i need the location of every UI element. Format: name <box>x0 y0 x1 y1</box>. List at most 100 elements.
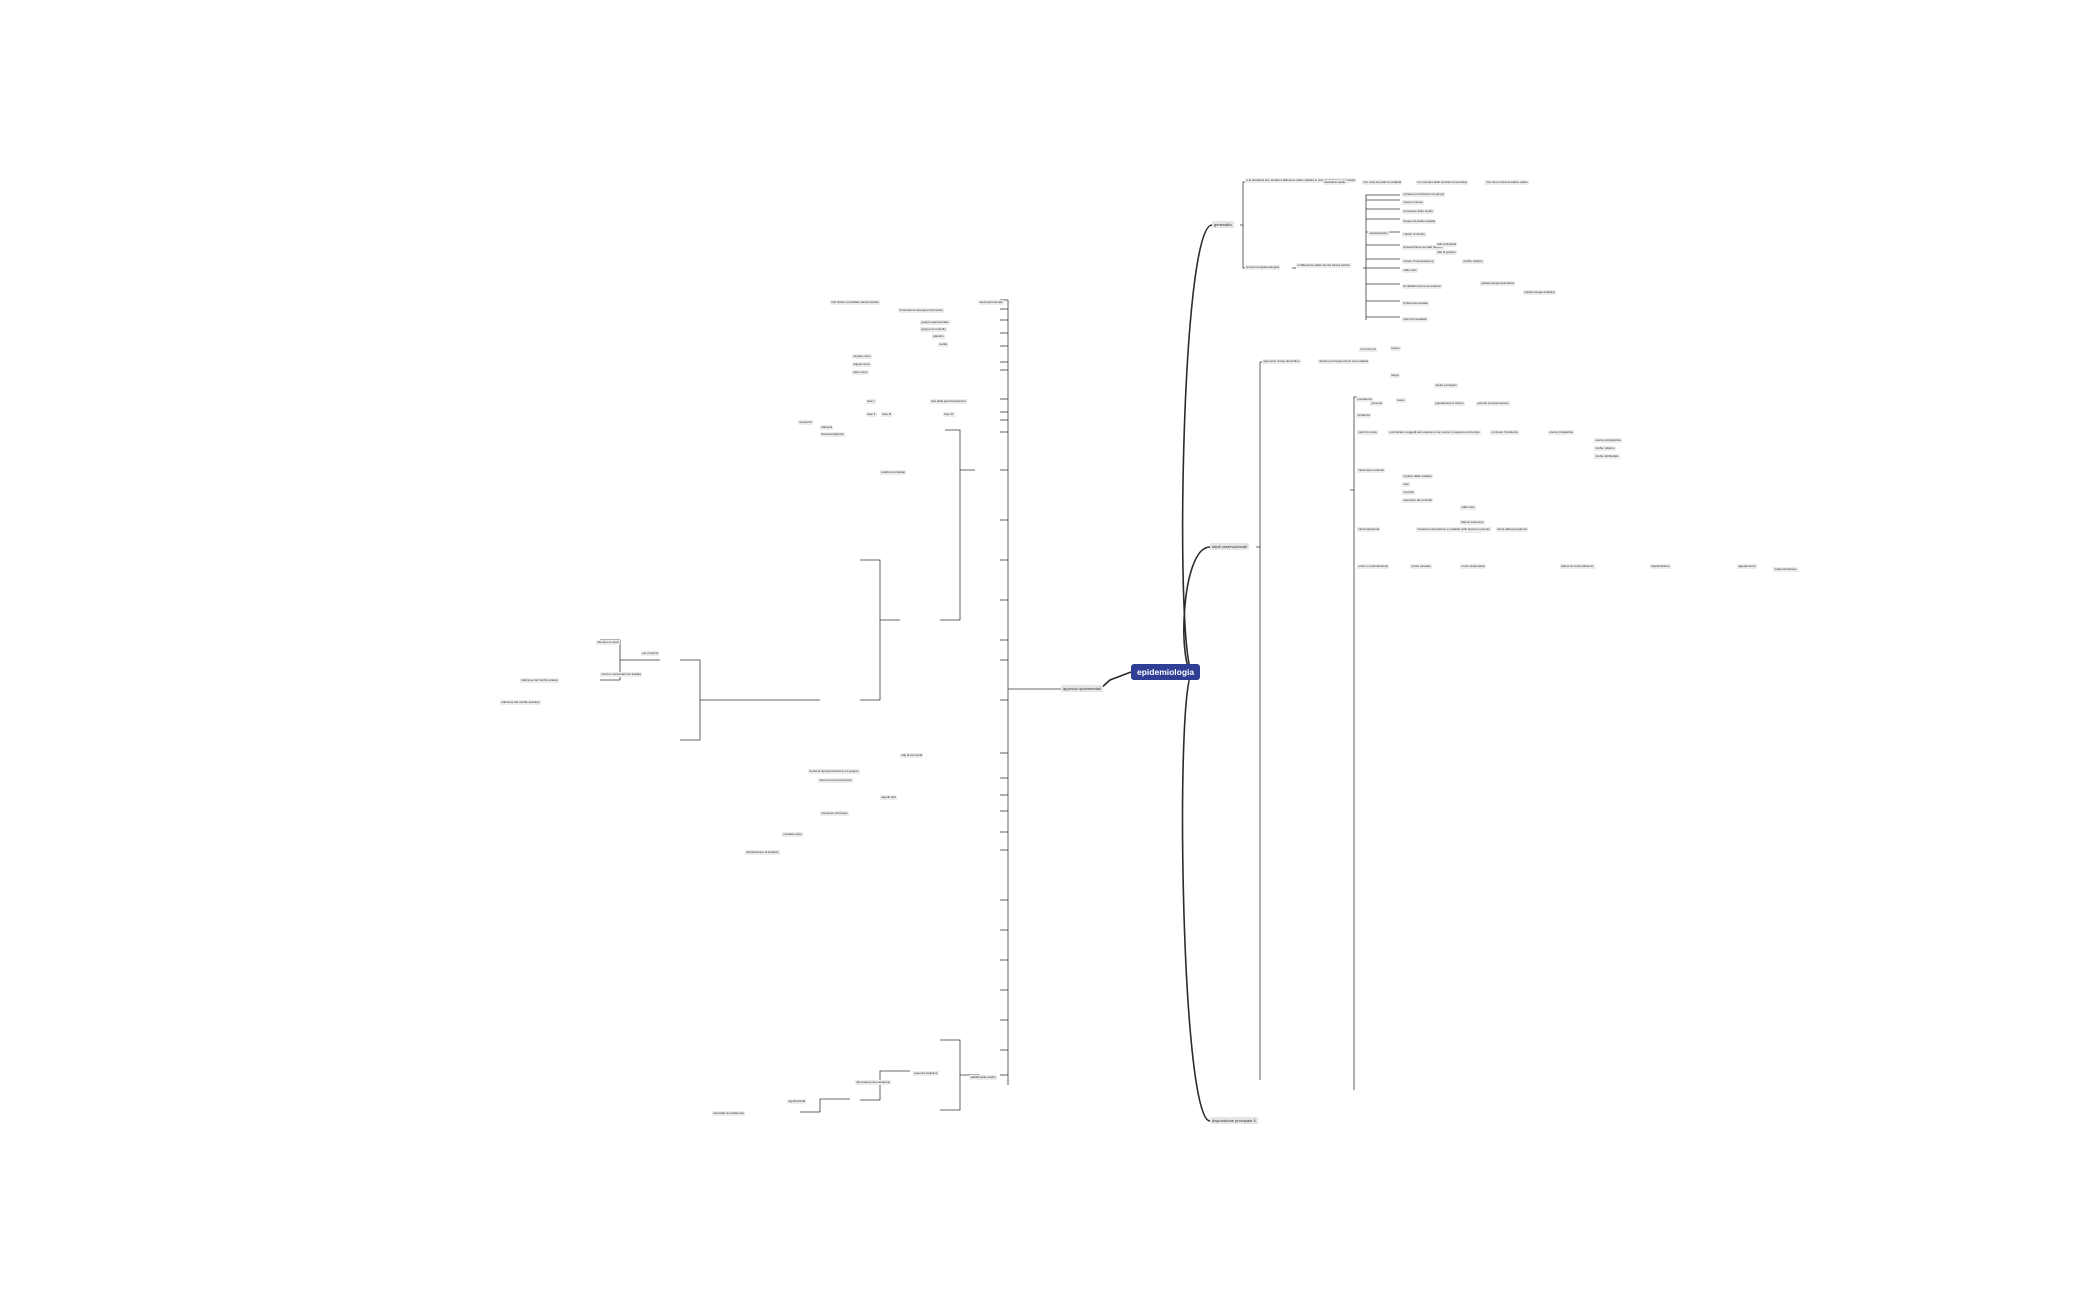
node-obs-1d[interactable]: luogo <box>1390 373 1400 378</box>
node-gen-2i[interactable]: dati individuali <box>1436 242 1458 247</box>
node-obs-6a[interactable]: errore casuale <box>1410 564 1432 569</box>
node-exp-5a[interactable]: consenso informato <box>820 811 849 816</box>
node-obs-1f[interactable]: studio ecologico <box>1434 383 1458 388</box>
node-obs-1[interactable]: approccio di tipo descrittivo <box>1262 359 1301 364</box>
node-exp-5[interactable]: aspetti etici <box>880 795 898 800</box>
node-obs-5a[interactable]: misurano esposizione e malattia nello st… <box>1416 527 1492 532</box>
node-exp-3c[interactable]: numero necessario da trattare <box>600 672 643 677</box>
node-exp-6a[interactable]: potenza statistica <box>913 1071 939 1076</box>
node-gen-1[interactable]: è la disciplina che studia la diffusione… <box>1245 178 1357 183</box>
node-obs-3d[interactable]: coorte prospettica <box>1548 430 1575 435</box>
node-exp-1a[interactable]: trial clinico controllato randomizzato <box>830 300 880 305</box>
node-exp-6d[interactable]: intervallo di confidenza <box>712 1111 745 1116</box>
node-gen-2l[interactable]: rischio relativo <box>1462 259 1484 264</box>
node-gen-2d[interactable]: cosa si misura <box>1402 200 1424 205</box>
node-exp-2g[interactable]: farmacovigilanza <box>820 432 845 437</box>
node-obs-1c[interactable]: tempo <box>1390 346 1401 351</box>
node-obs-4b[interactable]: casi <box>1402 482 1410 487</box>
node-exp-4[interactable]: trial di comunità <box>900 753 924 758</box>
node-exp-1h[interactable]: doppio cieco <box>852 362 872 367</box>
node-obs-3g[interactable]: rischio attribuibile <box>1594 454 1620 459</box>
node-gen-2k[interactable]: misure di associazione <box>1402 259 1435 264</box>
node-gen-1b[interactable]: con cosa fa quale la malattia <box>1362 180 1403 185</box>
branch-generalita[interactable]: generalità <box>1212 221 1234 228</box>
node-exp-6c[interactable]: significatività <box>787 1099 807 1104</box>
node-gen-1a[interactable]: disciplina solide <box>1323 180 1347 185</box>
node-obs-6f[interactable]: randomizzazione <box>1773 567 1799 572</box>
node-exp-2e[interactable]: sicurezza <box>798 420 814 425</box>
node-gen-2g[interactable]: i fattori di rischio <box>1402 232 1427 237</box>
node-gen-2j[interactable]: dati di gruppo <box>1436 250 1457 255</box>
node-gen-2a[interactable]: si differenzia dalla ricerca clinica poi… <box>1296 263 1352 268</box>
node-obs-2c[interactable]: popolazione a rischio <box>1434 401 1465 406</box>
node-obs-4f[interactable]: bias di selezione <box>1460 520 1485 525</box>
node-obs-4e[interactable]: odds ratio <box>1460 505 1476 510</box>
node-exp-1e[interactable]: placebo <box>932 334 945 339</box>
node-exp-5b[interactable]: comitato etico <box>782 832 803 837</box>
node-gen-2e[interactable]: il contesto dello studio <box>1402 209 1434 214</box>
node-exp-4a[interactable]: l'unità di randomizzazione è il gruppo <box>808 769 860 774</box>
node-gen-2p[interactable]: criteri di causalità <box>1402 317 1428 322</box>
node-gen-1d[interactable]: fino dove arriva la salute studio <box>1485 180 1529 185</box>
node-gen-2[interactable]: la ricerca epidemiologica <box>1245 265 1281 270</box>
node-exp-2a[interactable]: fase I <box>866 399 876 404</box>
node-gen-1c[interactable]: si ci occupa delle soluzioni preventive <box>1416 180 1469 185</box>
node-exp-4b[interactable]: interventi di prevenzione <box>818 778 853 783</box>
node-gen-2q[interactable]: epidemiologia descrittiva <box>1480 281 1516 286</box>
node-exp-1i[interactable]: triplo cieco <box>852 370 869 375</box>
node-obs-1e[interactable]: persona <box>1370 401 1384 406</box>
node-obs-6b[interactable]: errore sistematico <box>1460 564 1487 569</box>
node-gen-2r[interactable]: epidemiologia analitica <box>1523 290 1556 295</box>
node-obs-1a[interactable]: descrive la frequenza di una malattia <box>1318 359 1370 364</box>
node-exp-3e[interactable]: riduzione del rischio assoluto <box>500 700 541 705</box>
node-exp-1b[interactable]: il ricercatore assegna l'intervento <box>898 308 945 313</box>
node-obs-2[interactable]: prevalenza <box>1356 397 1374 402</box>
node-obs-2a[interactable]: incidenza <box>1356 413 1372 418</box>
node-obs-6d[interactable]: stratificazione <box>1650 564 1671 569</box>
node-exp-1g[interactable]: singolo cieco <box>852 354 872 359</box>
node-exp-2d[interactable]: fase IV <box>943 412 955 417</box>
node-obs-3f[interactable]: rischio relativo <box>1594 446 1616 451</box>
node-exp-1d[interactable]: gruppo di controllo <box>920 327 948 332</box>
branch-disposizione-principale[interactable]: disposizione principale 5 <box>1210 1117 1258 1124</box>
node-obs-3a[interactable]: si arruolano soggetti sani esposti e non… <box>1388 430 1453 435</box>
node-obs-5b[interactable]: stima della prevalenza <box>1496 527 1529 532</box>
node-exp-6[interactable]: validità dello studio <box>969 1075 997 1080</box>
node-obs-4c[interactable]: controlli <box>1402 490 1415 495</box>
branch-studi-osservazionali[interactable]: studi osservazionali <box>1210 543 1249 550</box>
node-obs-2d[interactable]: periodo di osservazione <box>1476 401 1511 406</box>
node-gen-2m[interactable]: odds ratio <box>1402 268 1418 273</box>
node-exp-1[interactable]: studi sperimentali <box>978 300 1004 305</box>
branch-approcci-sperimentali[interactable]: approcci sperimentali <box>1061 685 1103 692</box>
node-obs-6e[interactable]: appaiamento <box>1737 564 1757 569</box>
node-obs-4d[interactable]: selezione dei controlli <box>1402 498 1434 503</box>
node-obs-6c[interactable]: fattore di confondimento <box>1560 564 1595 569</box>
node-exp-2f[interactable]: efficacia <box>820 425 834 430</box>
node-exp-1c[interactable]: gruppo sperimentale <box>920 320 950 325</box>
node-exp-2b[interactable]: fase II <box>866 412 877 417</box>
node-exp-5c[interactable]: dichiarazione di Helsinki <box>745 850 780 855</box>
node-exp-6b[interactable]: dimensione del campione <box>855 1080 892 1085</box>
node-gen-2o[interactable]: l'inferenza causale <box>1402 301 1430 306</box>
node-obs-3c[interactable]: si misura l'incidenza <box>1490 430 1520 435</box>
node-gen-2h[interactable]: la descrizione dei dati raccolti <box>1402 245 1444 250</box>
node-exp-2[interactable]: fasi della sperimentazione <box>930 399 968 404</box>
node-exp-3[interactable]: analisi dei risultati <box>880 470 907 475</box>
node-obs-1b[interactable]: in termini di <box>1359 347 1377 352</box>
node-exp-3b[interactable]: per protocol <box>641 651 660 656</box>
node-exp-3d[interactable]: riduzione del rischio relativo <box>520 678 560 683</box>
node-obs-3e[interactable]: coorte retrospettiva <box>1594 438 1623 443</box>
root-node[interactable]: epidemiologia <box>1131 664 1201 680</box>
node-gen-2f[interactable]: frequenza della malattia <box>1402 219 1437 224</box>
node-obs-4[interactable]: studi caso-controllo <box>1357 468 1386 473</box>
node-obs-3[interactable]: studi di coorte <box>1357 430 1379 435</box>
node-gen-2c[interactable]: si basa sul confronto tra gruppi <box>1402 192 1446 197</box>
node-obs-4a[interactable]: si parte dalla malattia <box>1402 474 1433 479</box>
node-obs-5[interactable]: studi trasversali <box>1357 527 1381 532</box>
node-obs-6[interactable]: errori e confondimento <box>1357 564 1390 569</box>
node-gen-2b[interactable]: caratteristiche <box>1368 231 1390 236</box>
node-exp-1f[interactable]: cecità <box>938 342 949 347</box>
node-gen-2n[interactable]: la validità interna ed esterna <box>1402 284 1442 289</box>
node-exp-3a[interactable]: intention to treat <box>596 640 620 645</box>
